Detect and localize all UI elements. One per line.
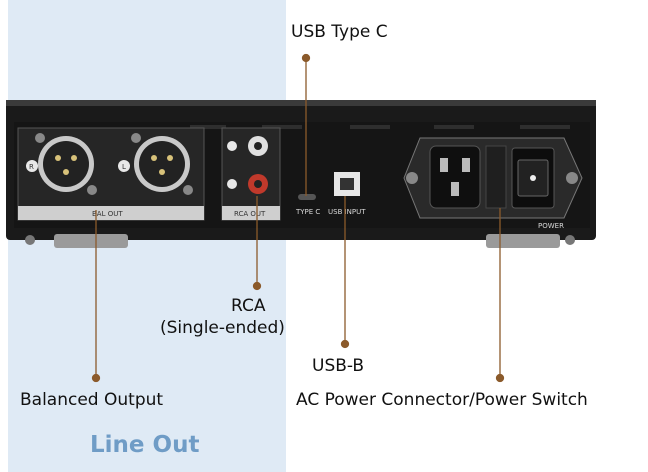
rca-out-label: RCA OUT: [234, 210, 266, 218]
rca-white-jack-center: [254, 142, 262, 150]
xlr-connector-left: [131, 133, 193, 195]
rca-r-marker: [227, 179, 237, 189]
foot-screw-right: [565, 235, 575, 245]
bal-out-plate: [18, 206, 204, 220]
xlr-left-marker: [118, 160, 130, 172]
foot-right: [486, 234, 560, 248]
chassis-top-edge: [6, 100, 596, 106]
usb-b-inner: [340, 178, 354, 190]
foot-left: [54, 234, 128, 248]
usb-input-label: USB INPUT: [328, 208, 366, 216]
vent-slots: [190, 125, 570, 129]
power-label: POWER: [538, 222, 564, 230]
ac-power-module: [403, 137, 583, 219]
xlr-right-mark-text: R: [29, 163, 34, 171]
xlr-left-mark-text: L: [122, 163, 126, 171]
xlr-right-marker: [26, 160, 38, 172]
balanced-output-callout: Balanced Output: [20, 390, 164, 410]
usb-c-port: [298, 194, 316, 200]
ac-power-callout: AC Power Connector/Power Switch: [296, 390, 588, 410]
line-out-title: Line Out: [90, 432, 200, 458]
rca-out-plate: [222, 206, 280, 220]
bal-out-label: BAL OUT: [92, 210, 123, 218]
xlr-connector-right: [35, 133, 97, 195]
type-c-label: TYPE C: [295, 208, 320, 216]
rca-single-ended-callout: (Single-ended): [160, 318, 285, 338]
usb-b-callout: USB-B: [312, 356, 365, 376]
rca-callout: RCA: [231, 296, 266, 316]
foot-screw-left: [25, 235, 35, 245]
usb-type-c-callout: USB Type C: [291, 22, 388, 42]
rca-l-marker: [227, 141, 237, 151]
leader-lines: [91, 53, 505, 383]
rca-red-jack-center: [254, 180, 262, 188]
